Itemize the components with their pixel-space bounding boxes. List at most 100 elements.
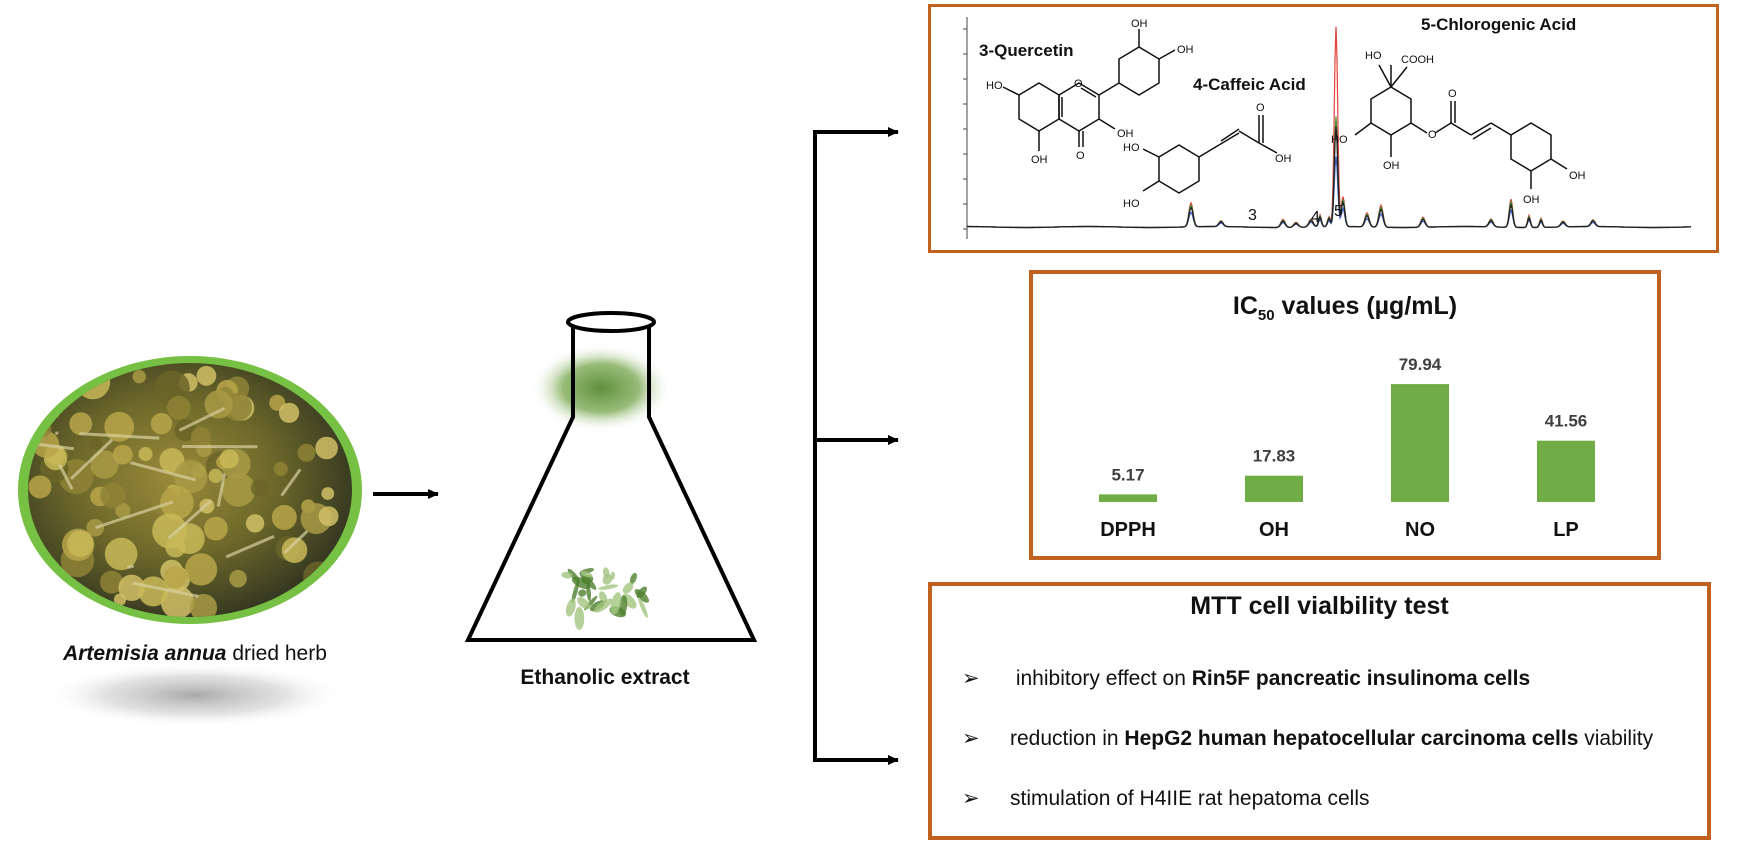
q-label-ho: HO [986,80,1003,92]
herb-flowerhead [174,460,208,494]
herb-stem [280,468,302,497]
mtt-title: MTT cell vialbility test [1190,592,1449,620]
herb-stem [28,439,74,451]
herb-stem [57,463,74,490]
bar-no [1391,384,1449,502]
peak-label-5: 5 [1334,203,1343,220]
herb-flowerhead [138,447,153,461]
flask-icon [464,311,758,642]
bar-dpph [1099,494,1157,502]
leaf-fragment [577,597,591,610]
q-label-oh3: OH [1117,128,1134,140]
value-label-dpph: 5.17 [1111,465,1144,484]
caffeic-structure [1142,115,1278,194]
bullet-arrow-icon: ➢ [962,667,980,690]
leaf-fragment [610,571,616,580]
mtt-item-1-bold: Rin5F pancreatic insulinoma cells [1191,667,1531,690]
chlorogenic-structure [1354,64,1568,189]
leaf-fragment [574,606,585,631]
cg-label-oh2: OH [1569,170,1586,182]
peak-label-3: 3 [1248,207,1257,224]
herb-stem [225,534,275,559]
mtt-item-2-bold: HepG2 human hepatocellular carcinoma cel… [1124,727,1579,750]
leaf-fragment [571,580,580,604]
branch-arrows [813,127,899,765]
herb-flowerhead [100,482,126,509]
herb-flowerhead [152,513,188,549]
herb-stem [216,473,227,507]
mtt-item-1: ➢ inhibitory effect on Rin5F pancreatic … [962,666,1530,691]
q-label-o1: O [1074,78,1083,90]
bullet-arrow-icon: ➢ [962,727,980,750]
mtt-item-3-text: stimulation of H4IIE rat hepatoma cells [1010,787,1370,810]
leaf-fragment [561,571,573,579]
herb-flowerhead [250,479,269,497]
cg-label-o2: O [1448,88,1457,100]
herb-flowerhead [185,553,218,586]
caffeic-label: 4-Caffeic Acid [1193,75,1306,94]
herb-flowerhead [318,506,339,527]
leaf-fragment [602,567,610,579]
herb-caption-rest: dried herb [226,642,327,665]
herb-flowerhead [167,395,191,420]
herb-flowerhead [271,504,297,530]
quercetin-structure [1002,29,1176,151]
herb-flowerhead [204,390,233,419]
herb-species: Artemisia annua [63,642,227,665]
herb-flowerhead [160,486,194,520]
cg-label-oh1: OH [1383,160,1400,172]
chlorogenic-label: 5-Chlorogenic Acid [1421,15,1577,34]
leaf-fragment [571,576,591,590]
category-label-lp: LP [1553,519,1579,541]
herb-flowerhead [219,449,239,469]
bar-lp [1537,440,1595,502]
herb-stem [69,438,114,480]
leaf-fragment [580,571,593,578]
herb-flowerhead [118,574,145,601]
trace-black [967,126,1692,229]
q-label-oh2: OH [1177,44,1194,56]
leaf-fragment [578,589,587,597]
leaf-fragment [629,572,637,584]
herb-flowerhead [204,516,228,541]
herb-stem [126,564,135,570]
value-label-no: 79.94 [1399,355,1442,374]
hplc-panel: OH OH HO O OH OH O O OH HO HO [928,4,1719,253]
q-label-oh1: OH [1131,18,1148,30]
leaf-fragment [638,596,648,619]
q-label-o2: O [1076,150,1085,162]
ic50-title-suffix: values (µg/mL) [1274,292,1458,320]
value-label-oh: 17.83 [1253,447,1296,466]
leaf-fragment [594,598,613,613]
herb-stem [167,499,213,540]
trace-red [967,26,1692,228]
ic50-title-prefix: IC [1232,292,1258,320]
cg-label-o1: O [1428,129,1437,141]
herb-stem [79,432,160,440]
mtt-item-2: ➢ reduction in HepG2 human hepatocellular… [962,726,1653,751]
mtt-item-3: ➢stimulation of H4IIE rat hepatoma cells [962,786,1370,811]
herb-stem [283,530,309,554]
herb-flowerhead [279,402,300,423]
leaf-fragment [634,589,650,603]
mtt-item-2-text: reduction in [1010,727,1125,750]
herb-flowerhead [315,436,338,460]
herb-flowerhead [90,450,119,479]
herb-flowerhead [189,594,218,617]
herb-flowerhead [297,443,316,462]
category-label-dpph: DPPH [1100,519,1156,541]
herb-flowerhead [229,569,247,588]
ic50-title-sub: 50 [1257,307,1275,324]
herb-flowerhead [163,566,187,589]
herb-flowerhead [28,475,52,499]
herb-flowerhead [115,502,131,519]
herb-flowerhead [150,412,173,435]
mtt-item-1-text: inhibitory effect on [1010,667,1192,690]
herb-flowerhead [112,444,133,465]
herb-flowerhead [321,487,335,500]
quercetin-label: 3-Quercetin [979,41,1074,60]
herb-flowerhead [67,530,94,557]
leaf-fragment [565,598,576,617]
bar-oh [1245,475,1303,502]
